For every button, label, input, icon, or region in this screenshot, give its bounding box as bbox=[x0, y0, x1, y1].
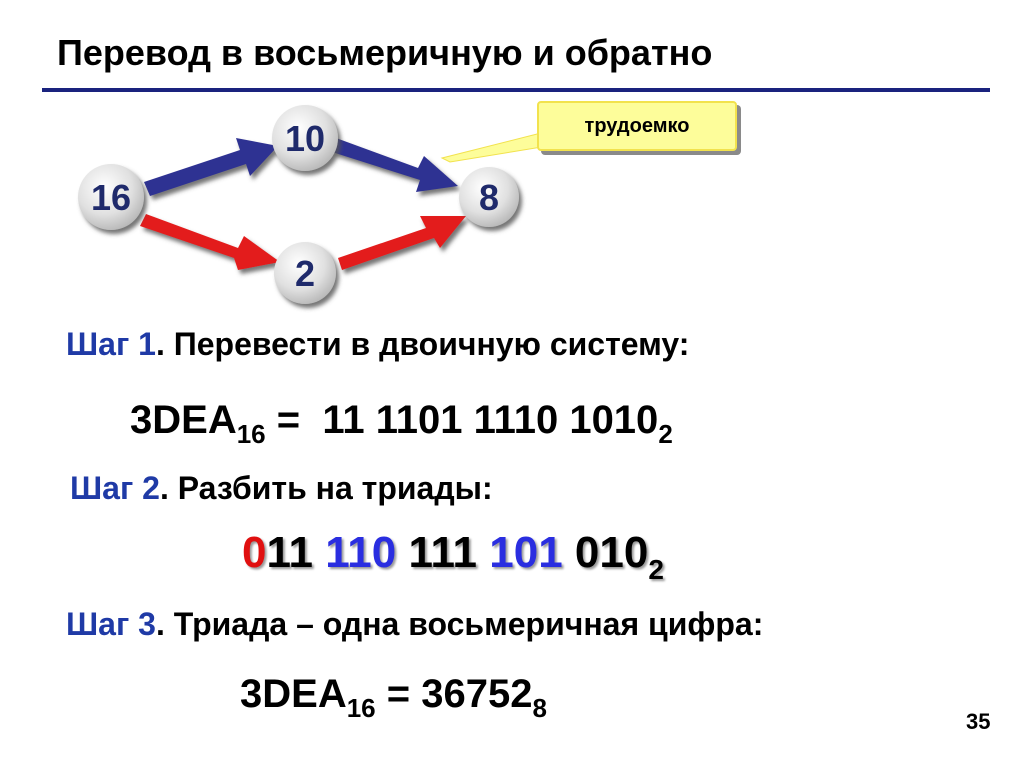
step-2-label: Шаг 2 bbox=[70, 470, 160, 506]
eq1-lhs-base: 16 bbox=[236, 419, 266, 449]
node-8-label: 8 bbox=[479, 177, 499, 218]
triad-2: 110 bbox=[325, 528, 397, 577]
page-title: Перевод в восьмеричную и обратно bbox=[57, 32, 713, 73]
node-10: 10 bbox=[272, 105, 338, 171]
equation-hex-to-binary: 3DEA16 = 11 1101 1110 10102 bbox=[130, 398, 673, 447]
eq2-equals: = bbox=[375, 672, 422, 716]
triads-base: 2 bbox=[648, 554, 664, 585]
eq2-rhs: 36752 bbox=[421, 672, 533, 716]
step-1-label: Шаг 1 bbox=[66, 326, 156, 362]
node-2-label: 2 bbox=[295, 253, 315, 294]
callout-pointer bbox=[440, 131, 549, 163]
eq1-equals: = bbox=[265, 398, 312, 442]
triad-4: 101 bbox=[489, 528, 563, 577]
eq1-rhs: 11 1101 1110 1010 bbox=[322, 398, 659, 442]
step-3-label: Шаг 3 bbox=[66, 606, 156, 642]
eq2-rhs-base: 8 bbox=[532, 693, 547, 723]
page-number: 35 bbox=[966, 709, 991, 734]
arrow-16-to-10 bbox=[144, 138, 278, 196]
binary-triads: 011 110 111 101 0102 bbox=[242, 528, 664, 584]
eq2-lhs: 3DEA bbox=[240, 672, 347, 716]
node-8: 8 bbox=[459, 167, 519, 227]
step-2-text: . Разбить на триады: bbox=[159, 470, 493, 506]
equation-hex-to-octal: 3DEA16 = 367528 bbox=[240, 672, 547, 721]
node-16-label: 16 bbox=[91, 177, 131, 218]
triad-3: 111 bbox=[408, 528, 478, 577]
node-16: 16 bbox=[78, 164, 144, 230]
node-2: 2 bbox=[274, 242, 336, 304]
arrow-16-to-2 bbox=[140, 214, 280, 270]
triad-5: 010 bbox=[574, 528, 649, 577]
step-1: Шаг 1. Перевести в двоичную систему: bbox=[66, 326, 689, 363]
step-3: Шаг 3. Триада – одна восьмеричная цифра: bbox=[66, 606, 763, 643]
node-10-label: 10 bbox=[285, 118, 325, 159]
triad-1: 11 bbox=[266, 528, 313, 577]
step-2: Шаг 2. Разбить на триады: bbox=[70, 470, 493, 507]
title-divider bbox=[42, 88, 990, 92]
triad-padding-zero: 0 bbox=[242, 528, 267, 577]
callout-laborious: трудоемко bbox=[537, 101, 737, 151]
eq1-rhs-base: 2 bbox=[658, 419, 673, 449]
eq2-lhs-base: 16 bbox=[346, 693, 376, 723]
conversion-diagram: 16 10 8 2 bbox=[78, 105, 549, 304]
callout-text: трудоемко bbox=[584, 114, 690, 137]
step-3-text: . Триада – одна восьмеричная цифра: bbox=[155, 606, 764, 642]
arrow-10-to-8 bbox=[332, 138, 458, 192]
step-1-text: . Перевести в двоичную систему: bbox=[155, 326, 690, 362]
eq1-lhs: 3DEA bbox=[130, 398, 237, 442]
arrow-2-to-8 bbox=[338, 216, 466, 270]
